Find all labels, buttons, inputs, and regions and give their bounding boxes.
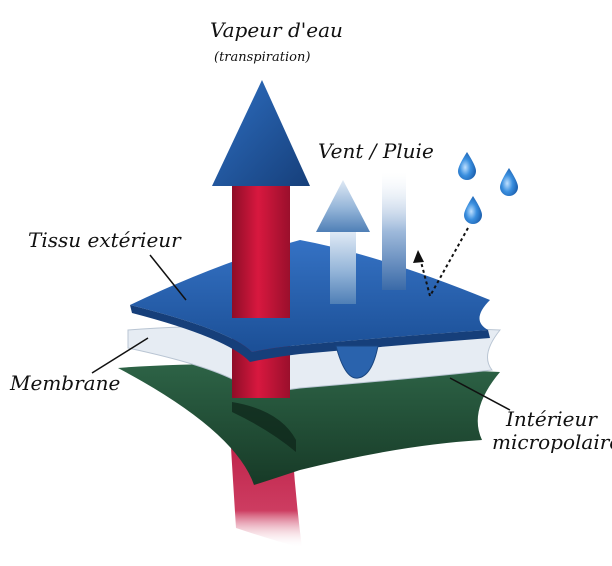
deflection-arrow-head bbox=[413, 250, 424, 263]
water-drop-icon bbox=[458, 152, 476, 180]
vapor-title-label: Vapeur d'eau bbox=[210, 18, 343, 42]
membrane-label: Membrane bbox=[10, 371, 121, 395]
water-drop-icon bbox=[464, 196, 482, 224]
outer-fabric-edge bbox=[130, 305, 490, 362]
rain-dip bbox=[335, 345, 379, 379]
inner-micropolar-layer bbox=[118, 363, 500, 485]
water-drop-icon bbox=[500, 168, 518, 196]
outer-fabric-label: Tissu extérieur bbox=[28, 228, 181, 252]
vapor-arrow-head bbox=[212, 80, 310, 186]
membrane-leader bbox=[91, 337, 149, 374]
inner-label-line1: Intérieur bbox=[506, 407, 597, 431]
vapor-subtitle-label: (transpiration) bbox=[214, 50, 311, 65]
rain-arrow bbox=[382, 172, 406, 290]
inner-layer-shadow bbox=[232, 402, 296, 452]
wind-arrow-shaft bbox=[330, 232, 356, 304]
inner-label-line2: micropolaire bbox=[492, 430, 612, 454]
deflection-arrow-line bbox=[429, 227, 469, 297]
wind-rain-label: Vent / Pluie bbox=[318, 139, 434, 163]
inner-leader bbox=[449, 377, 511, 411]
outer-fabric-leader bbox=[149, 254, 187, 301]
wind-arrow-head bbox=[316, 180, 370, 232]
deflection-arrow-line-2 bbox=[419, 257, 431, 297]
vapor-arrow-shaft bbox=[232, 186, 290, 318]
